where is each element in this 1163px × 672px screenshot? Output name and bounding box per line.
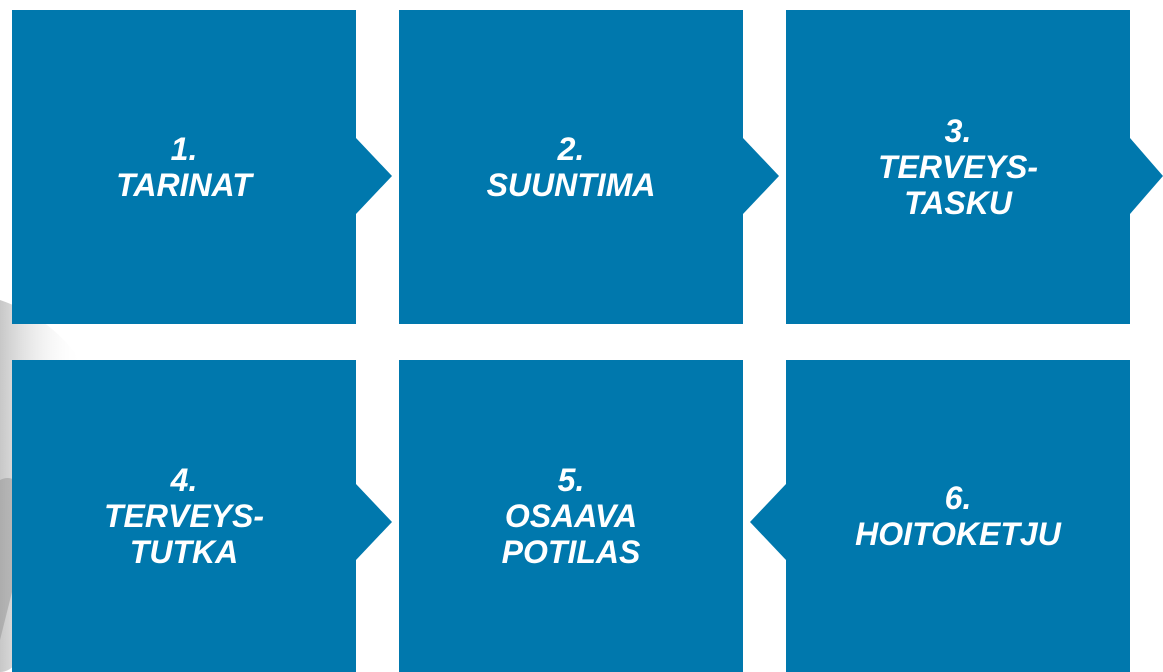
step-box-6: 6. HOITOKETJU [786,360,1130,672]
step-box-5: 5. OSAAVA POTILAS [399,360,743,672]
arrow-right-icon [356,138,392,214]
arrow-right-icon [1130,138,1163,214]
arrow-right-icon [356,484,392,560]
step-label-5: 5. OSAAVA POTILAS [501,462,641,570]
step-label-6: 6. HOITOKETJU [855,480,1061,552]
arrow-right-icon [743,138,779,214]
arrow-left-icon [750,484,786,560]
step-box-4: 4. TERVEYS- TUTKA [12,360,356,672]
step-label-3: 3. TERVEYS- TASKU [877,113,1039,221]
step-box-3: 3. TERVEYS- TASKU [786,10,1130,324]
step-label-2: 2. SUUNTIMA [486,131,656,203]
step-box-2: 2. SUUNTIMA [399,10,743,324]
step-label-4: 4. TERVEYS- TUTKA [103,462,265,570]
step-label-1: 1. TARINAT [116,131,252,203]
step-box-1: 1. TARINAT [12,10,356,324]
